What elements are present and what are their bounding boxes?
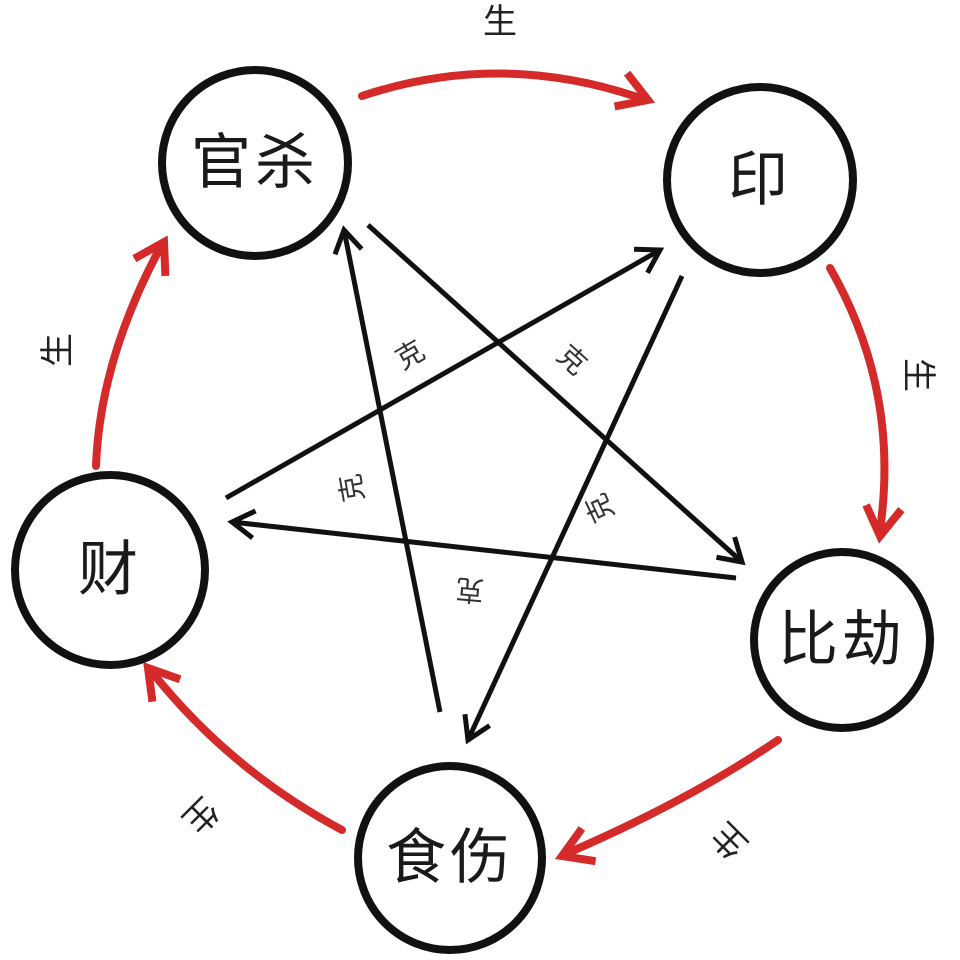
generate-arrowhead-icon [862, 503, 905, 544]
node-shishang[interactable]: 食伤 [354, 762, 546, 954]
node-circle [354, 762, 546, 954]
control-arrow-line [341, 229, 443, 713]
control-arrowhead-icon [715, 536, 746, 566]
node-label: 官杀 [191, 128, 319, 198]
node-circle [750, 548, 934, 732]
control-label: 克 [333, 471, 370, 504]
node-label: 比劫 [778, 605, 906, 675]
nodes: 官杀 印 比劫 食伤 财 [11, 66, 934, 954]
node-cai[interactable]: 财 [11, 471, 209, 669]
generate-arrow-line [92, 244, 164, 470]
control-arrowhead-icon [462, 713, 492, 745]
control-arrowhead-icon [332, 225, 364, 256]
control-arrowhead-icon [227, 508, 257, 540]
generate-edge: 生 [143, 662, 346, 841]
control-edge: 克 [332, 225, 443, 713]
control-arrow-line [366, 223, 744, 564]
node-circle [663, 83, 857, 277]
generate-label: 生 [898, 358, 938, 392]
control-label: 克 [579, 488, 621, 527]
generate-arrow-line [566, 736, 782, 856]
control-arrowhead-icon [633, 246, 665, 274]
generate-edge: 生 [358, 2, 656, 111]
generate-arrowhead-icon [132, 235, 170, 277]
node-label: 食伤 [386, 823, 514, 893]
node-guansha[interactable]: 官杀 [158, 66, 352, 260]
control-label: 克 [455, 572, 486, 607]
node-label: 印 [728, 145, 792, 215]
generate-label: 生 [704, 814, 756, 866]
control-arrow-line [465, 274, 685, 742]
node-bijie[interactable]: 比劫 [750, 548, 934, 732]
generate-arrowhead-icon [143, 662, 182, 703]
generate-arrowhead-icon [554, 826, 597, 866]
node-yin[interactable]: 印 [663, 83, 857, 277]
generate-arrow-line [148, 668, 346, 834]
control-edge: 克 [227, 508, 737, 608]
control-label: 克 [551, 338, 594, 381]
generate-label: 生 [38, 333, 78, 367]
node-circle [158, 66, 352, 260]
generate-arrow-line [826, 264, 889, 534]
node-circle [11, 471, 209, 669]
generate-arrowhead-icon [613, 70, 656, 111]
control-edge: 克 [366, 223, 746, 566]
generate-label: 生 [483, 2, 517, 42]
control-arrow-line [224, 247, 662, 501]
node-label: 财 [78, 535, 142, 605]
generate-label: 生 [174, 789, 226, 841]
control-label: 克 [390, 334, 431, 377]
generate-edge: 生 [554, 736, 782, 866]
generate-edge: 生 [38, 235, 170, 470]
control-arrow-line [231, 519, 737, 581]
generate-edge: 生 [826, 264, 938, 544]
generate-arrow-line [358, 69, 644, 102]
